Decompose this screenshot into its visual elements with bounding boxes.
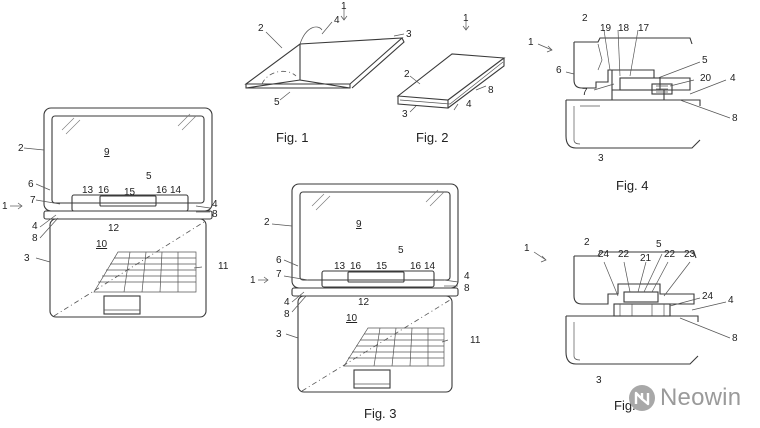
fig3-ref-label: 16 xyxy=(410,261,422,272)
fig3-ref-label: 16 xyxy=(350,261,362,272)
fig-main-ref-label: 12 xyxy=(108,223,120,234)
fig3-ref-label: 7 xyxy=(276,269,282,280)
fig3-ref-label: 11 xyxy=(470,335,481,346)
fig5-ref-label: 23 xyxy=(684,249,696,260)
fig1-ref-label: 4 xyxy=(334,15,340,26)
fig-main-ref-label: 5 xyxy=(146,171,152,182)
fig1-ref-label: 2 xyxy=(258,23,264,34)
fig-main-ref-label: 13 xyxy=(82,185,94,196)
fig3-caption: Fig. 3 xyxy=(364,406,397,421)
fig-main-ref-label: 6 xyxy=(28,179,34,190)
fig3-ref-label: 2 xyxy=(264,217,270,228)
fig4-ref-label: 6 xyxy=(556,65,562,76)
fig2-ref-label: 8 xyxy=(488,85,494,96)
fig-main-ref-label: 8 xyxy=(32,233,38,244)
fig3-ref-label: 4 xyxy=(284,297,290,308)
fig-main-ref-label: 3 xyxy=(24,253,30,264)
fig-main-ref-label: 11 xyxy=(218,261,229,272)
fig4-ref-label: 18 xyxy=(618,23,630,34)
fig3-ref-label: 6 xyxy=(276,255,282,266)
fig-main-ref-label: 9 xyxy=(104,147,110,158)
fig1-caption: Fig. 1 xyxy=(276,130,309,145)
fig-main-ref-label: 2 xyxy=(18,143,24,154)
fig4-ref-label: 3 xyxy=(598,153,604,164)
fig3-ref-label: 5 xyxy=(398,245,404,256)
fig-main-ref-label: 16 xyxy=(156,185,168,196)
fig1-drawing xyxy=(244,6,405,101)
fig1-ref-label: 5 xyxy=(274,97,280,108)
fig2-ref-label: 3 xyxy=(402,109,408,120)
neowin-logo-icon xyxy=(629,385,655,411)
fig3-ref-label: 8 xyxy=(464,283,470,294)
fig5-ref-label: 8 xyxy=(732,333,738,344)
fig4-ref-label: 7 xyxy=(582,87,588,98)
fig-main-ref-label: 14 xyxy=(170,185,182,196)
fig4-ref-label: 5 xyxy=(702,55,708,66)
fig5-ref-label: 24 xyxy=(598,249,610,260)
fig4-ref-label: 20 xyxy=(700,73,712,84)
fig-main-keyboard xyxy=(93,251,197,293)
fig-main-ref-label: 10 xyxy=(96,239,108,250)
fig3-ref-label: 9 xyxy=(356,219,362,230)
fig4-ref-label: 1 xyxy=(528,37,534,48)
fig-main-ref-label: 16 xyxy=(98,185,110,196)
watermark-text: Neowin xyxy=(660,384,742,411)
fig4-ref-label: 19 xyxy=(600,23,612,34)
fig3-ref-label: 13 xyxy=(334,261,346,272)
fig2-drawing xyxy=(396,20,506,113)
fig3-ref-label: 3 xyxy=(276,329,282,340)
fig3-ref-label: 15 xyxy=(376,261,388,272)
fig4-ref-label: 8 xyxy=(732,113,738,124)
fig-main-ref-label: 7 xyxy=(30,195,36,206)
fig3-ref-label: 10 xyxy=(346,313,358,324)
fig5-ref-label: 1 xyxy=(524,243,530,254)
fig2-ref-label: 4 xyxy=(466,99,472,110)
fig5-ref-label: 2 xyxy=(584,237,590,248)
fig1-ref-label: 3 xyxy=(406,29,412,40)
fig4-drawing xyxy=(537,29,731,149)
fig4-ref-label: 2 xyxy=(582,13,588,24)
fig-main-ref-label: 8 xyxy=(212,209,218,220)
neowin-watermark: Neowin xyxy=(628,384,741,412)
fig3-ref-label: 12 xyxy=(358,297,370,308)
fig-main-ref-label: 1 xyxy=(2,201,8,212)
fig-main-drawing xyxy=(10,107,213,318)
fig4-ref-label: 17 xyxy=(638,23,650,34)
fig1-ref-label: 1 xyxy=(341,1,347,12)
fig-main-ref-label: 4 xyxy=(32,221,38,232)
fig5-drawing xyxy=(533,251,731,365)
fig3-ref-label: 14 xyxy=(424,261,436,272)
fig-main-ref-label: 4 xyxy=(212,199,218,210)
fig3-ref-label: 1 xyxy=(250,275,256,286)
fig2-caption: Fig. 2 xyxy=(416,130,449,145)
fig5-ref-label: 5 xyxy=(656,239,662,250)
fig4-ref-label: 4 xyxy=(730,73,736,84)
fig5-ref-label: 3 xyxy=(596,375,602,386)
fig5-ref-label: 21 xyxy=(640,253,652,264)
fig-main-ref-label: 15 xyxy=(124,187,136,198)
fig5-ref-label: 22 xyxy=(618,249,630,260)
fig2-ref-label: 2 xyxy=(404,69,410,80)
fig3-ref-label: 8 xyxy=(284,309,290,320)
fig5-ref-label: 24 xyxy=(702,291,714,302)
fig3-ref-label: 4 xyxy=(464,271,470,282)
fig4-caption: Fig. 4 xyxy=(616,178,649,193)
fig5-ref-label: 22 xyxy=(664,249,676,260)
fig5-ref-label: 4 xyxy=(728,295,734,306)
fig3-drawing xyxy=(258,183,459,393)
fig3-keyboard xyxy=(343,327,445,367)
fig2-ref-label: 1 xyxy=(463,13,469,24)
